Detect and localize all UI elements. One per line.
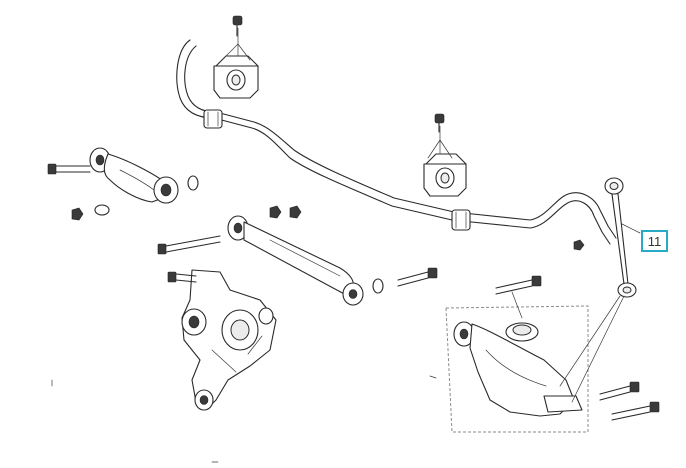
- stabilizer-bushing-right[interactable]: [423, 113, 467, 197]
- upper-control-arm[interactable]: [89, 147, 179, 204]
- nut-small: [573, 239, 585, 251]
- nuts-upper-arm: [71, 204, 110, 221]
- bar-clamp-right: [451, 209, 471, 231]
- bolt-upper-arm[interactable]: [47, 163, 91, 175]
- bolt-trailing-arm[interactable]: [157, 235, 221, 255]
- nuts-trailing-arm: [269, 205, 302, 219]
- trailing-arm[interactable]: [227, 215, 364, 306]
- bolt-knuckle[interactable]: [167, 271, 197, 283]
- stabilizer-bushing-left[interactable]: [213, 15, 259, 99]
- lower-control-arm[interactable]: [453, 321, 583, 417]
- bolts-lower-arm[interactable]: [599, 381, 660, 421]
- callout-11-box[interactable]: 11: [641, 230, 668, 252]
- callout-11-label: 11: [647, 233, 662, 249]
- leader-lines-link-to-arm: [559, 295, 625, 403]
- knuckle[interactable]: [181, 269, 277, 411]
- bolt-trailing-arm-rear[interactable]: [397, 267, 438, 287]
- washer-trailing-arm: [372, 278, 384, 294]
- washer-upper-arm: [187, 175, 199, 191]
- stabilizer-bar[interactable]: [176, 39, 617, 245]
- bar-clamp-left: [203, 109, 223, 129]
- stray-marks: [51, 375, 437, 463]
- bolt-lower-arm-top[interactable]: [495, 275, 542, 319]
- stabilizer-link[interactable]: [604, 177, 641, 298]
- lower-arm-detail-frame: [445, 305, 589, 433]
